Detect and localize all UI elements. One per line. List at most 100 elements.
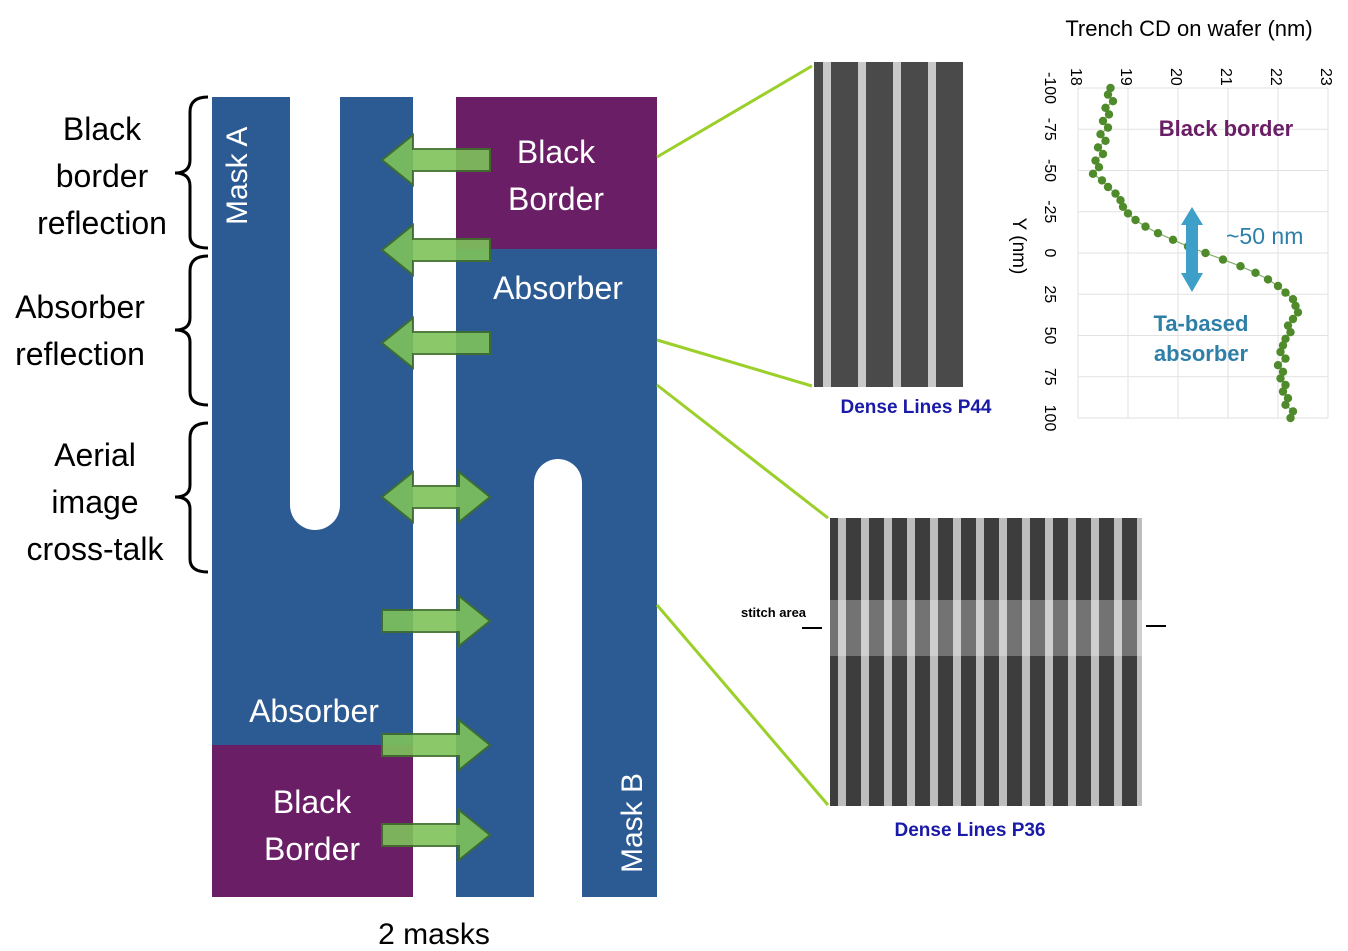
chart-y-ticks: -100 -75 -50 -25 0 25 50 75 100 xyxy=(1041,72,1058,431)
data-point xyxy=(1273,361,1283,370)
y-tick-label-6: 50 xyxy=(1041,327,1058,345)
data-point xyxy=(1088,169,1098,178)
data-point xyxy=(1281,354,1290,363)
x-tick-label-2: 20 xyxy=(1167,68,1184,86)
data-point xyxy=(1118,202,1128,211)
y-tick-label-0: -100 xyxy=(1041,72,1058,104)
chart-x-ticks: 18 19 20 21 22 23 xyxy=(1067,68,1334,86)
green-arrow-1 xyxy=(380,132,491,188)
data-point xyxy=(1098,116,1108,126)
sem-image-p44 xyxy=(814,62,963,387)
data-point xyxy=(1168,235,1178,244)
mask-a-shape xyxy=(212,97,413,897)
y-tick-label-7: 75 xyxy=(1041,368,1058,386)
label-black-border-1: Black xyxy=(63,111,142,147)
absorber-top-label: Absorber xyxy=(493,270,623,306)
absorber-bottom-label: Absorber xyxy=(249,693,379,729)
data-point xyxy=(1288,407,1298,416)
y-tick-label-1: -75 xyxy=(1041,118,1058,141)
data-point xyxy=(1276,374,1285,383)
y-tick-label-2: -50 xyxy=(1041,159,1058,182)
x-tick-label-4: 22 xyxy=(1267,68,1284,86)
data-point xyxy=(1293,308,1303,317)
data-point xyxy=(1096,130,1105,139)
chart-grid xyxy=(1077,87,1329,419)
chart-title: Trench CD on wafer (nm) xyxy=(1065,16,1312,41)
data-point xyxy=(1281,334,1290,343)
data-point xyxy=(1251,268,1260,277)
annotation-absorber-1: Ta-based xyxy=(1154,311,1249,336)
data-point xyxy=(1281,288,1290,297)
x-tick-label-0: 18 xyxy=(1067,68,1084,86)
mask-b-shape xyxy=(456,97,657,897)
delta-double-arrow xyxy=(1181,207,1203,292)
data-point xyxy=(1286,328,1295,337)
black-border-bottom-block xyxy=(212,745,413,897)
data-point xyxy=(1103,182,1113,192)
data-point xyxy=(1153,229,1163,238)
chart-ylabel: Y (nm) xyxy=(1008,218,1029,275)
stitch-area-label: stitch area xyxy=(741,605,807,620)
data-point xyxy=(1283,394,1293,403)
mask-a-label: Mask A xyxy=(221,127,254,225)
data-point xyxy=(1273,281,1283,291)
black-border-top-2: Border xyxy=(508,181,604,217)
mask-b-label: Mask B xyxy=(616,773,649,873)
data-point xyxy=(1123,209,1133,218)
data-point xyxy=(1201,248,1210,258)
data-point xyxy=(1103,123,1113,132)
black-border-bottom-2: Border xyxy=(264,831,360,867)
cd-vs-y-chart: Trench CD on wafer (nm) 18 19 20 21 22 23 -10… xyxy=(1008,16,1334,431)
green-arrow-4 xyxy=(380,469,492,525)
black-border-top-block xyxy=(456,97,657,249)
sem-p36-caption: Dense Lines P36 xyxy=(894,820,1045,841)
data-point xyxy=(1108,97,1118,106)
data-point xyxy=(1097,176,1107,185)
annotation-delta: ~50 nm xyxy=(1226,223,1303,249)
data-point xyxy=(1278,367,1288,376)
data-point xyxy=(1101,103,1110,113)
data-point xyxy=(1236,262,1245,271)
data-point xyxy=(1093,143,1103,152)
data-point xyxy=(1104,110,1114,119)
sem-p44-caption: Dense Lines P44 xyxy=(840,397,991,418)
data-point xyxy=(1278,387,1288,396)
label-aerial-2: image xyxy=(51,484,138,520)
data-point xyxy=(1286,413,1295,423)
data-point xyxy=(1278,341,1288,350)
data-point xyxy=(1288,295,1298,304)
data-point xyxy=(1131,215,1140,225)
x-tick-label-5: 23 xyxy=(1317,68,1334,86)
data-point xyxy=(1276,347,1285,357)
data-point xyxy=(1103,90,1113,99)
y-tick-label-5: 25 xyxy=(1041,285,1058,303)
data-point xyxy=(1091,156,1100,165)
green-arrow-3 xyxy=(380,315,491,371)
stitch-area-band xyxy=(830,600,1142,656)
x-tick-label-3: 21 xyxy=(1217,68,1234,86)
label-black-border-2: border xyxy=(56,158,149,194)
y-tick-label-3: -25 xyxy=(1041,200,1058,223)
chart-points xyxy=(1088,83,1303,423)
green-arrow-6 xyxy=(381,717,492,773)
data-point xyxy=(1218,255,1228,264)
label-aerial-3: cross-talk xyxy=(27,531,165,567)
annotation-absorber-2: absorber xyxy=(1154,341,1249,366)
data-point xyxy=(1288,314,1298,324)
label-black-border-3: reflection xyxy=(37,205,167,241)
data-point xyxy=(1101,136,1110,145)
label-absorber-refl-2: reflection xyxy=(15,336,145,372)
green-arrow-7 xyxy=(381,807,492,863)
black-border-bottom-1: Black xyxy=(273,784,352,820)
x-tick-label-1: 19 xyxy=(1117,68,1134,86)
footer-label: 2 masks xyxy=(378,918,490,951)
annotation-black-border: Black border xyxy=(1159,116,1294,141)
y-tick-label-8: 100 xyxy=(1041,405,1058,432)
sem-image-p36 xyxy=(830,518,1142,806)
data-point xyxy=(1281,380,1290,390)
data-point xyxy=(1116,196,1125,205)
data-point xyxy=(1263,275,1273,284)
green-arrow-5 xyxy=(381,593,492,649)
y-tick-label-4: 0 xyxy=(1041,249,1058,258)
